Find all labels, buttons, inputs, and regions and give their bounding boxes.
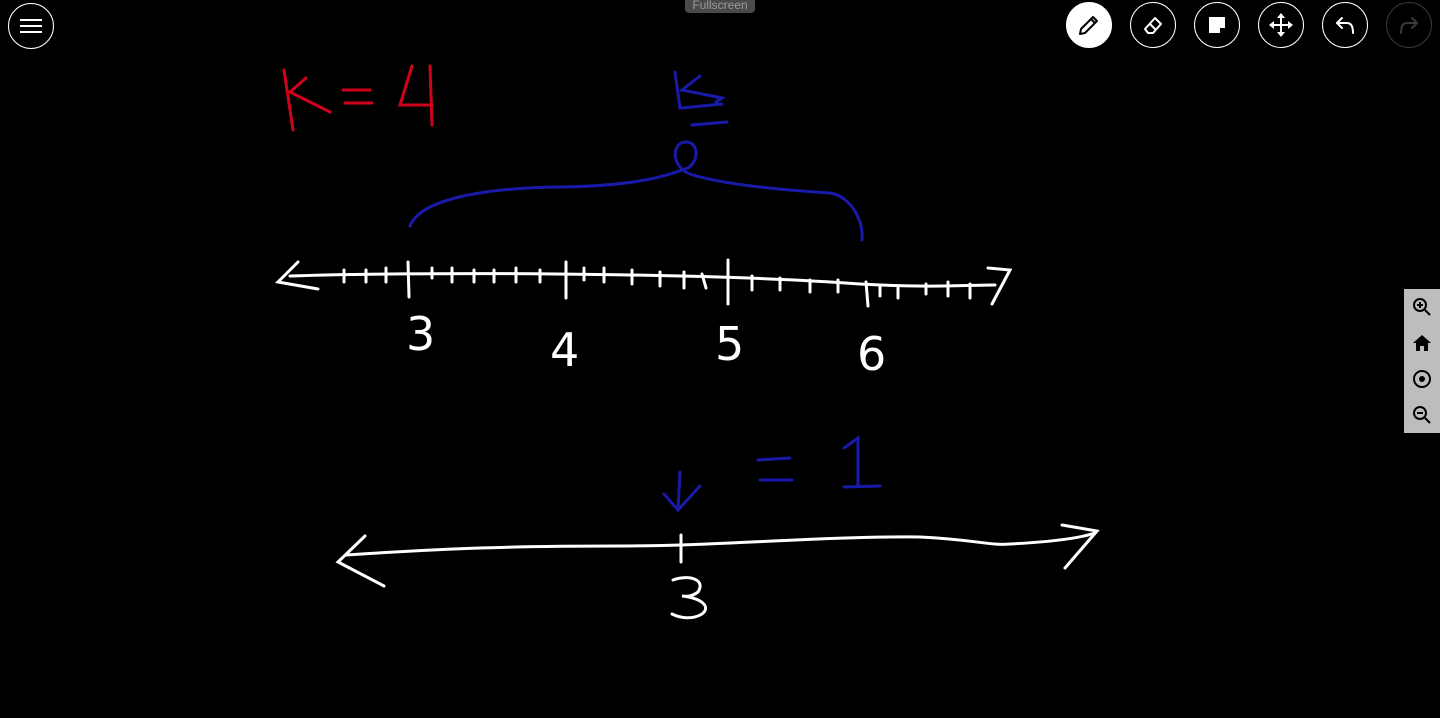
move-tool-button[interactable]	[1258, 2, 1304, 48]
eraser-icon	[1144, 17, 1162, 34]
zoom-in-icon	[1413, 298, 1431, 316]
upper-number-labels: 3 4 5 6	[406, 307, 886, 381]
menu-button[interactable]	[8, 3, 54, 49]
fullscreen-button[interactable]: Fullscreen	[685, 0, 755, 13]
upper-number-line	[274, 258, 1013, 308]
center-icon	[1413, 370, 1431, 388]
lower-number-line	[335, 523, 1100, 620]
blue-k-label	[673, 70, 729, 127]
undo-icon	[1336, 17, 1354, 34]
redo-button[interactable]	[1386, 2, 1432, 48]
lower-label-3: 3	[0, 0, 1, 1]
blue-brace	[408, 140, 864, 242]
upper-label-4: 4	[550, 323, 579, 377]
center-button[interactable]	[1404, 361, 1440, 397]
zoom-in-button[interactable]	[1404, 289, 1440, 325]
eraser-tool-button[interactable]	[1130, 2, 1176, 48]
toolbar	[1066, 2, 1432, 48]
undo-button[interactable]	[1322, 2, 1368, 48]
red-equation	[282, 64, 434, 132]
upper-label-6: 6	[857, 327, 886, 381]
redo-icon	[1400, 17, 1418, 34]
blue-equation	[662, 435, 882, 513]
sticky-note-tool-button[interactable]	[1194, 2, 1240, 48]
home-icon	[1413, 335, 1431, 351]
zoom-out-icon	[1413, 406, 1431, 424]
pencil-tool-button[interactable]	[1066, 2, 1112, 48]
upper-label-3: 3	[406, 307, 435, 361]
upper-label-5: 5	[715, 317, 744, 371]
sticky-note-icon	[1209, 17, 1225, 33]
pencil-icon	[1079, 16, 1098, 35]
move-icon	[1269, 13, 1293, 37]
zoom-out-button[interactable]	[1404, 397, 1440, 433]
hamburger-icon	[20, 19, 42, 33]
zoom-controls	[1404, 289, 1440, 433]
home-button[interactable]	[1404, 325, 1440, 361]
